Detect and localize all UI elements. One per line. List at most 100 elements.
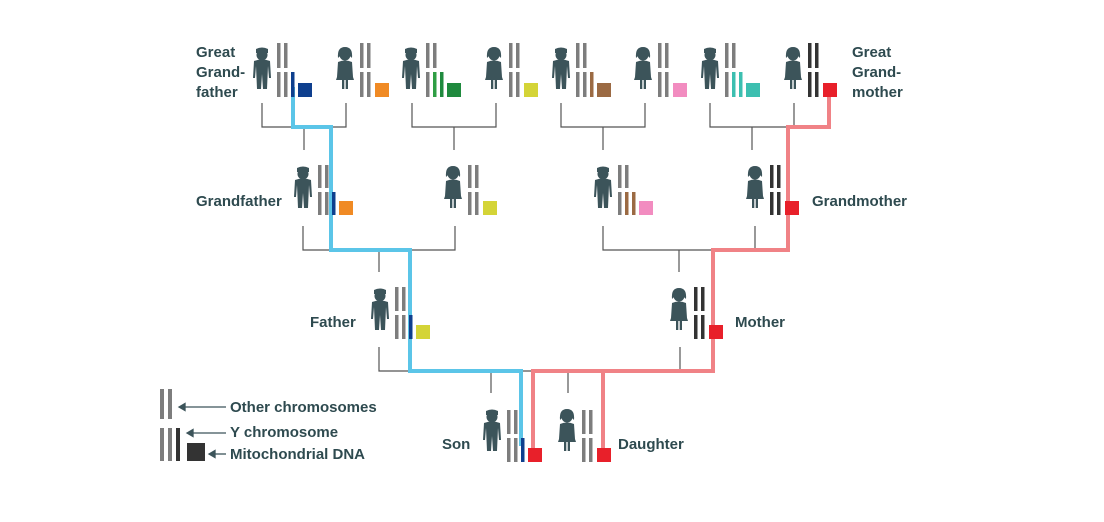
son-label: Son	[442, 436, 470, 453]
chromosome-bar	[665, 72, 669, 97]
chromosome-bar	[475, 192, 479, 215]
chromosome-bar	[732, 72, 736, 97]
mitochondrial-dna-square	[823, 83, 837, 97]
great-grandfather-1	[253, 43, 312, 97]
chromosome-bar	[658, 43, 662, 68]
chromosome-bar	[284, 43, 288, 68]
chromosome-bar	[360, 43, 364, 68]
great-grandmother-1	[336, 43, 389, 97]
great-grandfather-3	[552, 43, 611, 97]
chromosome-bar	[402, 315, 406, 339]
chromosome-bar	[325, 192, 329, 215]
legend-arrowhead-mito	[207, 449, 216, 459]
mitochondrial-dna-square	[447, 83, 461, 97]
male-person-icon	[371, 288, 389, 330]
legend-other-bar-1	[160, 389, 164, 419]
chromosome-bar	[507, 410, 511, 434]
chromosome-bar	[777, 192, 781, 215]
chromosome-bar	[426, 72, 430, 97]
legend-arrowhead-other	[177, 402, 186, 412]
son	[483, 409, 542, 462]
chromosome-bar	[509, 43, 513, 68]
chromosome-bar	[815, 43, 819, 68]
chromosome-bar	[576, 72, 580, 97]
chromosome-bar	[583, 72, 587, 97]
chromosome-bar	[468, 192, 472, 215]
father-label: Father	[310, 314, 356, 331]
male-person-icon	[483, 409, 501, 451]
chromosome-bar	[618, 165, 622, 188]
female-person-icon	[634, 47, 652, 89]
tree-connector-2	[411, 103, 497, 128]
chromosome-bar	[625, 192, 629, 215]
legend-other-bar-2	[168, 389, 172, 419]
mitochondrial-dna-square	[597, 448, 611, 462]
great-grandfather-label-line2: Grand-	[196, 64, 245, 81]
chromosome-bar	[426, 43, 430, 68]
chromosome-bar	[284, 72, 288, 97]
chromosome-bar	[658, 72, 662, 97]
y-chromosome-bar	[521, 438, 525, 462]
female-person-icon	[558, 409, 576, 451]
chromosome-bar	[618, 192, 622, 215]
mitochondrial-dna-square	[483, 201, 497, 215]
chromosome-bar	[582, 438, 586, 462]
mitochondrial-dna-square	[746, 83, 760, 97]
y-chromosome-bar	[440, 72, 444, 97]
y-chromosome-inheritance-line	[291, 87, 523, 446]
mitochondrial-dna-square	[524, 83, 538, 97]
chromosome-bar	[516, 72, 520, 97]
male-person-icon	[253, 47, 271, 89]
legend-other-label: Other chromosomes	[230, 399, 377, 416]
tree-connector-6	[709, 103, 795, 128]
chromosome-bar	[701, 287, 705, 311]
legend-y-chromosome-bar	[176, 428, 180, 461]
great-grandfather-label-line3: father	[196, 84, 238, 101]
female-person-icon	[784, 47, 802, 89]
chromosome-bar	[402, 287, 406, 311]
chromosome-bar	[808, 72, 812, 97]
legend: Other chromosomes Y chromosome Mitochond…	[160, 389, 377, 463]
chromosome-bar	[583, 43, 587, 68]
chromosome-bar	[701, 315, 705, 339]
legend-y-bar-1	[160, 428, 164, 461]
mitochondrial-dna-square	[375, 83, 389, 97]
chromosome-bar	[576, 43, 580, 68]
mitochondrial-dna-square	[673, 83, 687, 97]
mitochondrial-dna-square	[639, 201, 653, 215]
chromosome-bar	[277, 43, 281, 68]
mito-inheritance-line-daughter	[601, 369, 713, 449]
mother	[670, 287, 723, 339]
mother-label: Mother	[735, 314, 785, 331]
mitochondrial-dna-square	[709, 325, 723, 339]
grandmother-maternal	[746, 165, 799, 215]
chromosome-bar	[589, 438, 593, 462]
chromosome-bar	[732, 43, 736, 68]
male-person-icon	[594, 166, 612, 208]
chromosome-bar	[514, 410, 518, 434]
mitochondrial-dna-square	[339, 201, 353, 215]
tree-connector-4	[560, 103, 646, 128]
great-grandmother-label-line2: Grand-	[852, 64, 901, 81]
mito-inheritance-line	[531, 86, 831, 449]
tree-connector-10	[602, 226, 756, 251]
chromosome-bar	[815, 72, 819, 97]
chromosome-bar	[277, 72, 281, 97]
female-person-icon	[485, 47, 503, 89]
chromosome-bar	[582, 410, 586, 434]
chromosome-bar	[468, 165, 472, 188]
female-person-icon	[670, 288, 688, 330]
chromosome-bar	[777, 165, 781, 188]
mitochondrial-dna-square	[416, 325, 430, 339]
y-chromosome-bar	[632, 192, 636, 215]
chromosome-bar	[665, 43, 669, 68]
tree-connector-8	[302, 226, 456, 251]
great-grandmother-2	[485, 43, 538, 97]
grandfather-maternal	[594, 165, 653, 215]
legend-arrowhead-y	[185, 428, 194, 438]
y-chromosome-bar	[332, 192, 336, 215]
legend-y-bar-2	[168, 428, 172, 461]
great-grandmother-4	[784, 43, 837, 97]
daughter	[558, 409, 611, 462]
chromosome-bar	[507, 438, 511, 462]
